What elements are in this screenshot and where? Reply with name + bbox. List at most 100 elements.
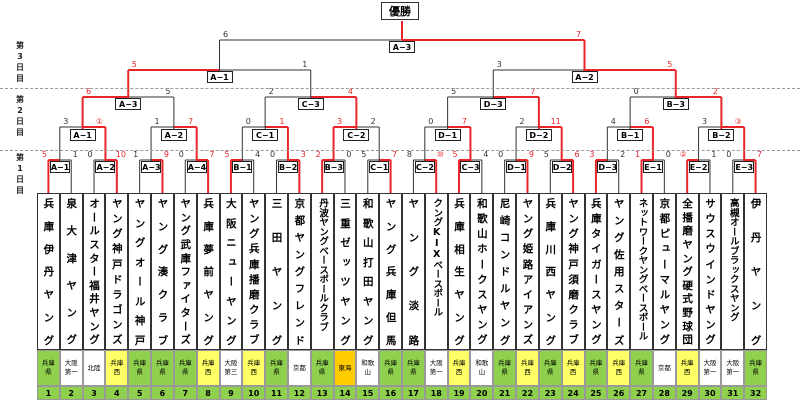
team-char: 磨 — [681, 225, 694, 236]
region-part: 兵庫 — [589, 359, 603, 367]
match-label: D−3 — [597, 161, 618, 173]
team-region: 兵庫西 — [105, 350, 129, 386]
score: 5 — [42, 150, 47, 159]
team-char: 兵 — [247, 243, 260, 254]
score: 2 — [371, 117, 376, 126]
team-char: 庫 — [247, 258, 260, 270]
team-char: ヤ — [88, 307, 101, 318]
team-number: 14 — [333, 386, 357, 400]
team-char: ピ — [658, 228, 671, 239]
match-label: E−3 — [734, 161, 755, 173]
team-char: 馬 — [384, 334, 397, 346]
team-char: K — [431, 226, 443, 238]
team-char: ー — [88, 266, 101, 277]
team-char: 全 — [681, 198, 694, 209]
team-char: レ — [293, 300, 306, 311]
team-char: ウ — [703, 243, 716, 254]
team-char: ヤ — [498, 300, 511, 311]
team-name: ヤング姫路アイアンズ — [516, 193, 539, 350]
team-region: 兵庫県 — [630, 350, 653, 386]
team-name: 泉大津ヤング — [59, 193, 83, 350]
team-char: 神 — [567, 243, 580, 254]
team-char: ヤ — [521, 198, 534, 209]
region-part: 西 — [113, 368, 121, 376]
team-char: ン — [703, 319, 716, 330]
team-char: 丹 — [317, 198, 329, 208]
team-region: 京都 — [287, 350, 311, 386]
team-name: ヤング兵庫播磨クラブ — [242, 193, 266, 350]
team-region: 兵庫西 — [675, 350, 699, 386]
team-number: 15 — [356, 386, 380, 400]
team-number: 13 — [310, 386, 334, 400]
match-label: D−1 — [506, 161, 527, 173]
team-char: 尼 — [498, 198, 511, 209]
score: 3 — [301, 150, 306, 159]
team-char: ン — [317, 226, 329, 237]
team-char: ベ — [317, 245, 329, 256]
team-char: ン — [270, 300, 283, 311]
score: 5 — [361, 150, 366, 159]
match-label: A−3 — [389, 41, 415, 53]
team-char: グ — [65, 334, 78, 345]
region-part: 県 — [387, 368, 394, 376]
team-char: ー — [179, 320, 192, 332]
score: 2 — [316, 150, 321, 159]
region-part: 西 — [615, 368, 622, 376]
team-char: 川 — [544, 243, 557, 255]
team-number: 4 — [105, 386, 129, 400]
team-char: グ — [589, 334, 602, 345]
team-char: ド — [293, 334, 306, 346]
team-char: ス — [636, 302, 648, 313]
team-char: 庫 — [453, 220, 466, 232]
team-number: 1 — [37, 386, 60, 400]
team-char: ネ — [636, 198, 648, 208]
team-region: 大阪第一 — [721, 350, 745, 386]
team-char: オ — [727, 217, 739, 227]
team-region: 兵庫県 — [493, 350, 517, 386]
score: 4 — [483, 150, 488, 159]
team-name: ヤング淡路 — [402, 193, 425, 350]
team-char: グ — [338, 334, 351, 346]
match-label: C−2 — [343, 129, 370, 141]
score: 1 — [302, 60, 307, 69]
team-char: 野 — [681, 307, 694, 318]
team-char: イ — [179, 293, 192, 304]
team-char: グ — [544, 334, 557, 346]
team-number: 2 — [59, 386, 83, 400]
score: 1 — [133, 150, 138, 159]
team-number: 26 — [607, 386, 631, 400]
score: 5 — [544, 150, 549, 159]
day-char: 目 — [16, 128, 24, 137]
region-part: 兵庫 — [498, 359, 512, 367]
match-label: C−1 — [252, 129, 279, 141]
team-char: ー — [658, 258, 671, 270]
team-number: 6 — [151, 386, 174, 400]
team-char: グ — [453, 334, 466, 346]
team-char: オ — [133, 256, 146, 268]
score: 0 — [270, 150, 275, 159]
team-char: ン — [589, 319, 602, 330]
score: 0 — [87, 150, 92, 159]
region-part: 大阪 — [64, 359, 78, 367]
region-part: 兵庫 — [566, 359, 580, 367]
region-part: 京都 — [292, 363, 306, 372]
team-char: ア — [521, 273, 534, 285]
team-char: オ — [88, 198, 101, 209]
team-name: 伊丹ヤング — [744, 193, 767, 350]
team-char: ン — [727, 302, 739, 313]
team-char: ル — [317, 293, 329, 303]
team-char: タ — [612, 300, 625, 311]
region-part: 兵庫 — [178, 359, 192, 367]
team-char: ブ — [567, 334, 580, 345]
team-char: 兵 — [589, 198, 602, 209]
team-char: ン — [658, 319, 671, 330]
team-name: 高槻オールブラックスヤング — [721, 193, 745, 350]
team-char: I — [431, 237, 443, 249]
team-name: 丹波ヤングベースボールクラブ — [310, 193, 334, 350]
team-char: 兵 — [202, 198, 215, 209]
team-char: ホ — [475, 243, 488, 254]
region-part: 県 — [410, 368, 417, 376]
team-char: 田 — [361, 276, 374, 287]
